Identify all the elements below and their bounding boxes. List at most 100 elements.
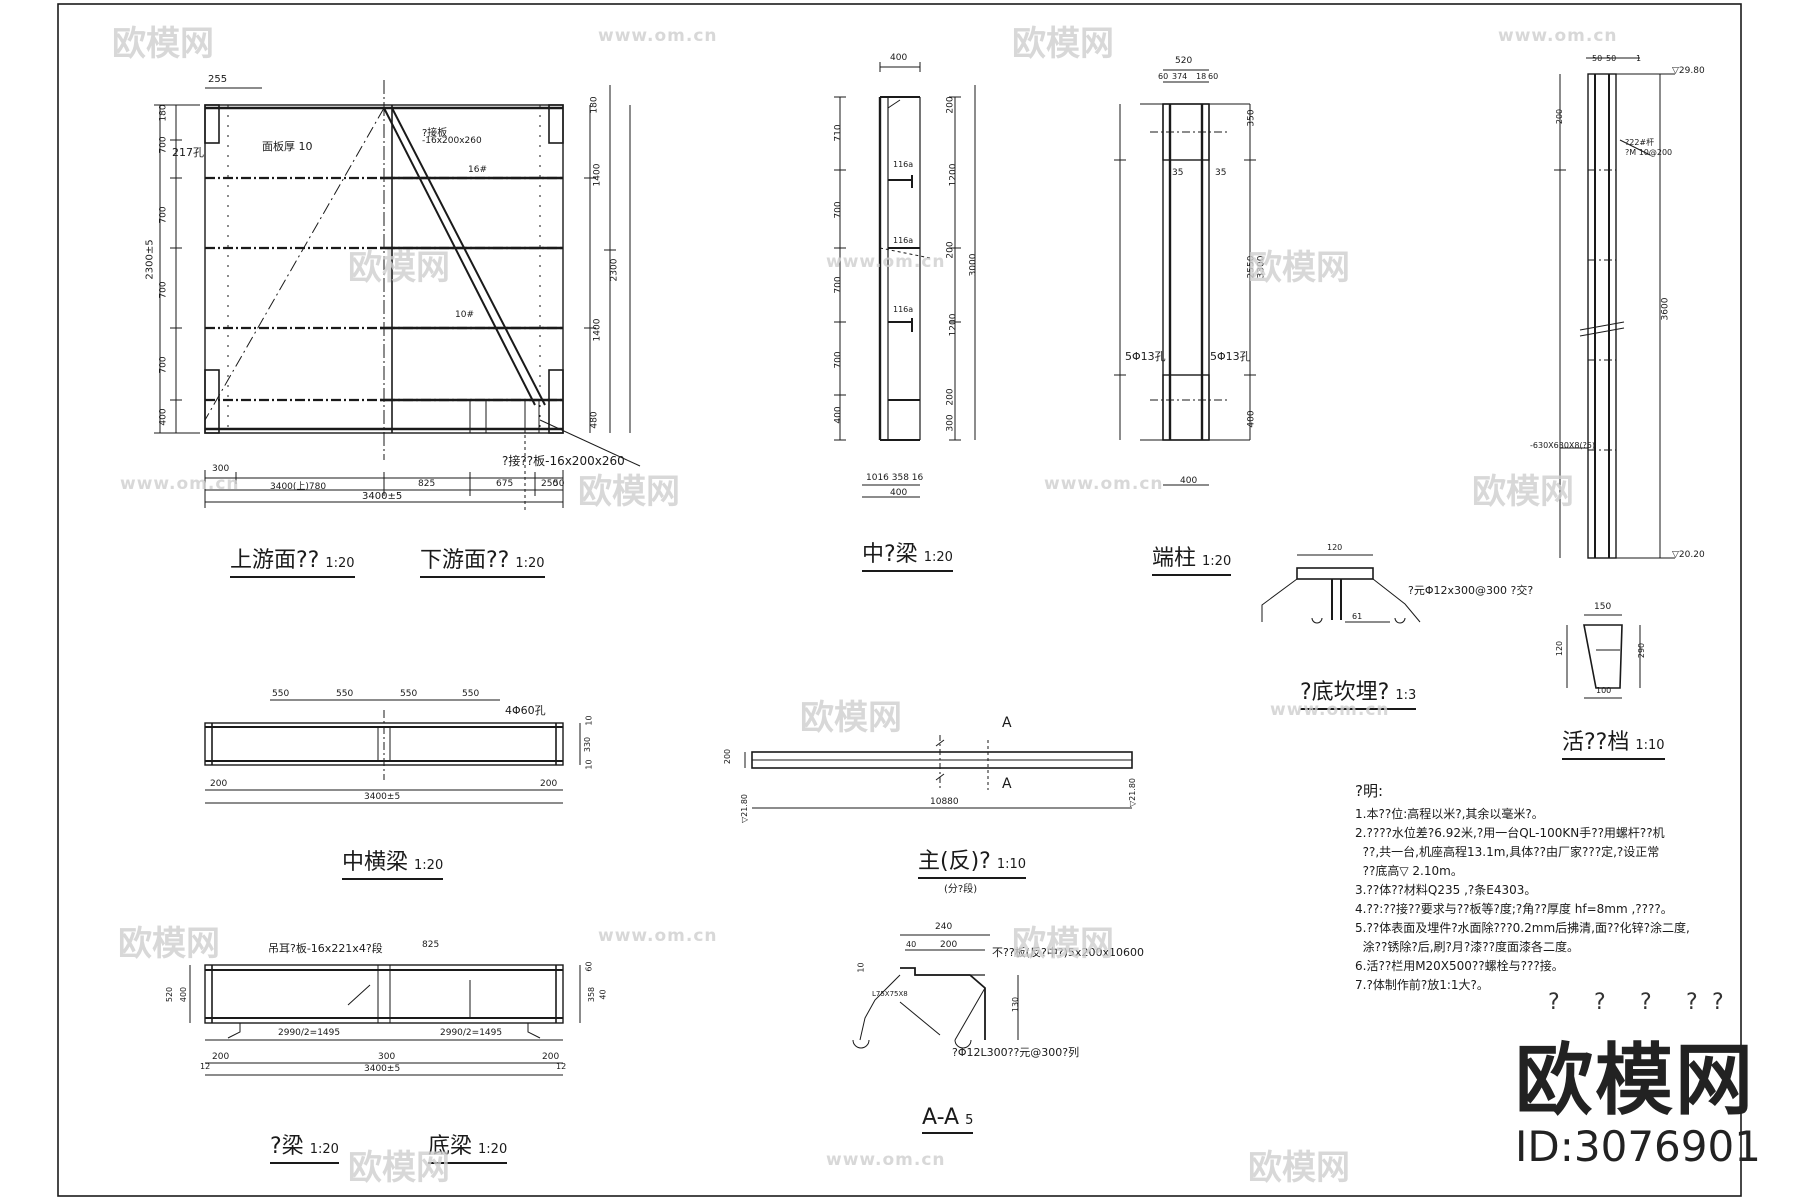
watermark-url-2: www.om.cn — [1498, 26, 1618, 46]
dim-endpost-side-2: 35 — [1215, 168, 1227, 178]
upstream-gusset-label: ?接板 — [422, 128, 448, 139]
dim-midbeam-right-4: 1200 — [948, 313, 959, 337]
aa-plate-note: 不??板(反?中?)5x200x10600 — [992, 946, 1144, 959]
note-item: 3.??体??材料Q235 ,?条E4303。 — [1355, 883, 1537, 897]
watermark-brand-3: 欧模网 — [348, 248, 450, 288]
dim-upstream-right-4: 1400 — [592, 318, 603, 342]
dim-upstream-right-3: 2300 — [609, 258, 620, 282]
sheet-border — [57, 3, 1742, 1197]
note-item: 涂??锈除?后,刷?月?漆??度面漆各二度。 — [1355, 940, 1580, 954]
dim-midbeam-total: 3000 — [968, 253, 979, 277]
dim-midbeam-right-3: 200 — [945, 241, 956, 259]
aa-angle-spec: L75X75X8 — [872, 990, 908, 998]
notes-heading: ?明: — [1355, 782, 1384, 800]
dim-midbeam-right-6: 300 — [945, 414, 956, 432]
rail-section-mark-top: A — [1002, 715, 1012, 731]
watermark-brand-11: 欧模网 — [1248, 1148, 1350, 1188]
embed-note: ?元Φ12x300@300 ?交? — [1408, 584, 1534, 597]
title-bottom-embed: ?底坎埋?1:3 — [1300, 674, 1417, 710]
movable-block-view — [1566, 614, 1641, 699]
dim-railpost-top-3: 1 — [1636, 54, 1642, 63]
dim-endpost-top: 520 — [1175, 56, 1193, 66]
dim-endpost-bot: 400 — [1180, 476, 1198, 486]
dim-topbeam-side-2: 300 — [378, 1052, 396, 1062]
dim-embed-depth: 61 — [1352, 612, 1363, 621]
dim-endpost-top-1: 60 — [1158, 72, 1169, 81]
dim-upstream-right-1: 180 — [589, 96, 600, 114]
dim-upstream-bot-4: 675 — [496, 479, 514, 489]
watermark-url-8: www.om.cn — [826, 1150, 946, 1170]
rail-section-mark-bottom: A — [1002, 776, 1012, 792]
dim-midbeam-right-1: 200 — [945, 96, 956, 114]
brand-id: ID:3076901 — [1515, 1122, 1761, 1171]
upstream-bottom-plate-label: ?接??板-16x200x260 — [502, 454, 625, 468]
note-item: 1.本??位:高程以米?,其余以毫米?。 — [1355, 807, 1544, 821]
main-rail-subtitle: (分?段) — [944, 884, 978, 895]
dim-aa-width-1: 240 — [935, 922, 953, 932]
dim-crossbeam-top-4: 550 — [462, 689, 480, 699]
dim-topbeam-side-3: 200 — [542, 1052, 560, 1062]
watermark-url-6: www.om.cn — [1270, 700, 1390, 720]
dim-upstream-row-1: 180 — [158, 104, 169, 122]
midbeam-section-2: 116a — [893, 236, 914, 245]
dim-topbeam-bot-1: 2990/2=1495 — [278, 1028, 341, 1038]
watermark-url-7: www.om.cn — [598, 926, 718, 946]
dim-crossbeam-h-2: 330 — [583, 736, 593, 753]
dim-rail-length: 10880 — [930, 797, 959, 807]
dim-midbeam-row-3: 700 — [833, 276, 844, 294]
dim-upstream-height: 2300±5 — [144, 239, 156, 280]
end-post-view — [1114, 69, 1256, 486]
railpost-elev-top: ▽29.80 — [1672, 66, 1705, 76]
dim-upstream-right-2: 1400 — [592, 163, 603, 187]
watermark-brand-4: 欧模网 — [1248, 248, 1350, 288]
dim-embed-width: 120 — [1327, 543, 1343, 552]
endpost-hole-left: 5Φ13孔 — [1125, 350, 1166, 363]
endpost-hole-right: 5Φ13孔 — [1210, 350, 1251, 363]
dim-crossbeam-width: 3400±5 — [364, 792, 401, 802]
title-main-rail: 主(反)?1:10 — [918, 843, 1027, 879]
note-item: 5.??体表面及埋件?水面除???0.2mm后拂清,面??化锌?涂二度, — [1355, 921, 1690, 935]
dim-endpost-top-3: 18 — [1196, 72, 1207, 81]
dim-crossbeam-top-2: 550 — [336, 689, 354, 699]
dim-topbeam-mid: 825 — [422, 940, 440, 950]
aa-bar-note: ?Φ12L300??元@300?列 — [952, 1046, 1080, 1059]
dim-block-h-2: 290 — [1637, 642, 1647, 659]
brand-mark-3: ? — [1640, 990, 1652, 1015]
upstream-gusset-spec: -16x200x260 — [422, 136, 482, 146]
title-downstream: 下游面??1:20 — [420, 542, 545, 578]
dim-upstream-bot-2: 3400(上)780 — [270, 482, 327, 492]
brand-stamp: 欧模网 ID:3076901 — [1515, 1018, 1761, 1171]
dim-topbeam-side-1: 200 — [212, 1052, 230, 1062]
dim-endpost-h-3: 400 — [1246, 410, 1257, 428]
dim-aa-side-1: 10 — [856, 962, 866, 973]
note-item: ??,共一台,机座高程13.1m,具体??由厂家???定,?设正常 — [1355, 845, 1660, 859]
mid-cross-beam-view — [204, 699, 581, 804]
dim-aa-side-2: 130 — [1011, 996, 1021, 1013]
dim-upstream-right-5: 480 — [589, 411, 600, 429]
rail-post-view — [1554, 57, 1675, 559]
dim-crossbeam-side-2: 200 — [540, 779, 558, 789]
dim-upstream-top: 255 — [208, 74, 228, 85]
brand-name: 欧模网 — [1515, 1036, 1756, 1126]
bottom-embed-view — [1261, 554, 1421, 624]
brand-mark-5: ? — [1712, 990, 1724, 1015]
dim-railpost-top-2: 50 — [1606, 54, 1617, 63]
top-beam-view — [189, 964, 581, 1076]
watermark-brand-8: 欧模网 — [118, 924, 220, 964]
dim-topbeam-end-1: 12 — [200, 1062, 211, 1071]
mid-beam-view — [834, 62, 976, 498]
dim-upstream-bot-5: 250 — [541, 479, 559, 489]
dim-topbeam-h-5: 40 — [598, 989, 608, 1000]
dim-crossbeam-top-3: 550 — [400, 689, 418, 699]
dim-endpost-h-1: 350 — [1246, 109, 1257, 127]
upstream-hole-label: 217孔 — [172, 146, 204, 159]
dim-block-top: 150 — [1594, 602, 1612, 612]
dim-topbeam-h-3: 60 — [584, 961, 594, 972]
dim-railpost-top-1: 50 — [1592, 54, 1603, 63]
